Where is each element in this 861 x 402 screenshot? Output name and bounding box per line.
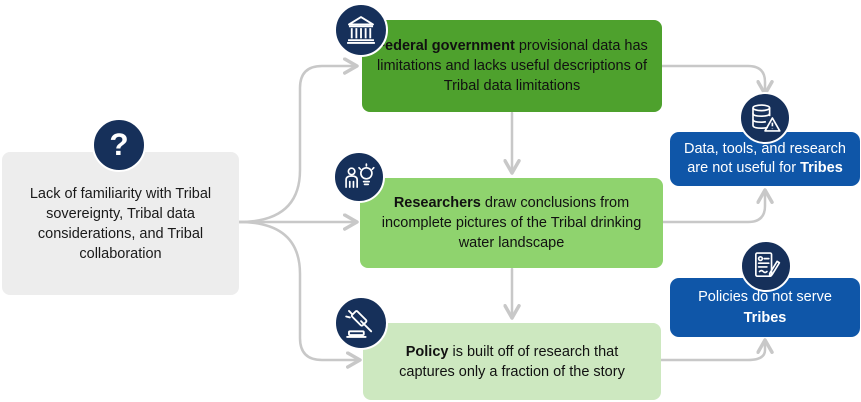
policy-bold: Policy — [405, 343, 449, 360]
start-box: Lack of familiarity with Tribal sovereig… — [2, 152, 239, 295]
government-building-icon — [334, 3, 388, 57]
federal-rest: provisional data has limitations and lac… — [377, 38, 648, 94]
researcher-idea-icon — [333, 151, 385, 203]
researchers-bold: Researchers — [393, 195, 481, 211]
gavel-icon — [334, 296, 388, 350]
question-mark-icon: ? — [92, 118, 146, 172]
policy-text: Policy is built off of research that cap… — [377, 342, 647, 382]
connector-researchers-to-data — [661, 188, 774, 224]
start-text: Lack of familiarity with Tribal sovereig… — [29, 185, 212, 262]
researchers-text: Researchers draw conclusions from incomp… — [370, 193, 653, 253]
svg-text:?: ? — [109, 127, 128, 162]
policies-outcome-bold: Tribes — [743, 309, 787, 326]
connector-federal-to-data — [660, 64, 774, 96]
connector-start-to-policy — [237, 220, 362, 369]
policies-outcome-box: Policies do not serve Tribes — [670, 278, 860, 337]
policy-document-icon — [740, 240, 792, 292]
researchers-box: Researchers draw conclusions from incomp… — [360, 178, 663, 268]
researchers-rest: draw conclusions from incomplete picture… — [381, 195, 642, 251]
federal-text: Federal government provisional data has … — [376, 36, 648, 96]
policy-box: Policy is built off of research that cap… — [363, 323, 661, 400]
connector-start-to-federal — [237, 57, 359, 224]
policy-rest: is built off of research that captures o… — [399, 343, 625, 380]
policies-outcome-text: Policies do not serve Tribes — [698, 287, 832, 329]
policies-outcome-plain: Policies do not serve — [698, 288, 832, 305]
data-outcome-text: Data, tools, and research are not useful… — [678, 140, 852, 178]
federal-bold: Federal government — [376, 38, 515, 54]
data-outcome-bold: Tribes — [800, 160, 843, 176]
connector-policy-to-policies — [659, 338, 774, 362]
federal-government-box: Federal government provisional data has … — [362, 20, 662, 112]
data-outcome-plain: Data, tools, and research are not useful… — [683, 141, 846, 176]
database-warning-icon — [739, 92, 791, 144]
